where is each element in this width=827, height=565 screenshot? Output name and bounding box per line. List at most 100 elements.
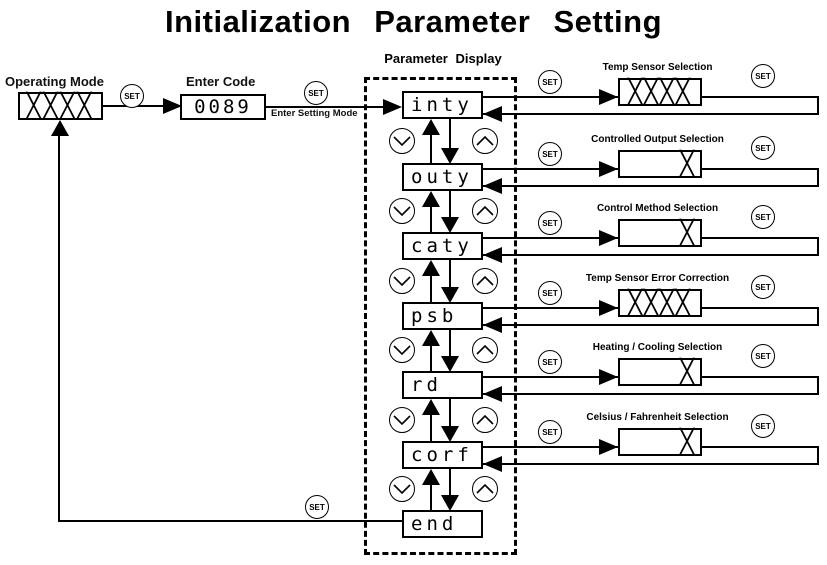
up-chevron-icon: [476, 275, 494, 286]
flow-line: [430, 273, 432, 302]
setting-display: ╳╳╳╳: [618, 289, 702, 317]
flow-line: [483, 185, 819, 187]
up-arrow-button[interactable]: [472, 407, 498, 433]
up-chevron-icon: [476, 205, 494, 216]
right-arrow-icon: [599, 300, 618, 316]
flow-line: [817, 447, 819, 464]
param-display-inty: inty: [402, 91, 483, 119]
enter-setting-mode-label: Enter Setting Mode: [271, 108, 358, 119]
down-arrow-button[interactable]: [389, 268, 415, 294]
right-arrow-icon: [599, 230, 618, 246]
set-button[interactable]: SET: [751, 64, 775, 88]
enter-code-label: Enter Code: [186, 74, 256, 89]
right-arrow-icon: [383, 99, 402, 115]
flow-line: [430, 412, 432, 441]
set-button[interactable]: SET: [751, 205, 775, 229]
flow-line: [449, 119, 451, 150]
set-button[interactable]: SET: [120, 84, 144, 108]
up-arrow-icon: [422, 119, 440, 135]
up-arrow-icon: [422, 469, 440, 485]
down-arrow-button[interactable]: [389, 337, 415, 363]
flow-line: [483, 324, 819, 326]
setting-display: ╳: [618, 358, 702, 386]
set-button[interactable]: SET: [751, 344, 775, 368]
flow-line: [483, 113, 819, 115]
set-button[interactable]: SET: [538, 281, 562, 305]
down-arrow-button[interactable]: [389, 198, 415, 224]
flow-line: [449, 330, 451, 358]
up-arrow-button[interactable]: [472, 198, 498, 224]
down-arrow-icon: [441, 148, 459, 164]
param-display-caty: caty: [402, 232, 483, 260]
set-button[interactable]: SET: [305, 495, 329, 519]
flow-line: [817, 169, 819, 186]
down-arrow-button[interactable]: [389, 407, 415, 433]
set-button[interactable]: SET: [538, 70, 562, 94]
setting-title: Celsius / Fahrenheit Selection: [586, 412, 729, 423]
up-arrow-icon: [422, 399, 440, 415]
flow-line: [483, 254, 819, 256]
flow-line: [483, 393, 819, 395]
setting-display: ╳: [618, 428, 702, 456]
down-chevron-icon: [393, 345, 411, 356]
down-arrow-button[interactable]: [389, 476, 415, 502]
parameter-display-frame: [364, 77, 517, 555]
setting-title: Control Method Selection: [596, 203, 719, 214]
flow-line: [449, 260, 451, 289]
operating-mode-value: ╳╳╳╳: [26, 92, 95, 119]
left-arrow-icon: [483, 317, 502, 333]
up-arrow-button[interactable]: [472, 128, 498, 154]
enter-code-value: 0089: [194, 96, 252, 118]
operating-mode-label: Operating Mode: [5, 74, 104, 89]
flow-line: [817, 308, 819, 325]
right-arrow-icon: [163, 98, 182, 114]
flow-line: [59, 520, 403, 522]
up-arrow-button[interactable]: [472, 337, 498, 363]
flow-line: [58, 134, 60, 522]
flow-line: [817, 377, 819, 394]
left-arrow-icon: [483, 178, 502, 194]
up-chevron-icon: [476, 483, 494, 494]
up-arrow-icon: [51, 120, 69, 136]
right-arrow-icon: [599, 161, 618, 177]
down-chevron-icon: [393, 276, 411, 287]
flow-line: [430, 343, 432, 371]
set-button[interactable]: SET: [751, 275, 775, 299]
set-button[interactable]: SET: [751, 136, 775, 160]
page-title: Initialization Parameter Setting: [164, 4, 663, 39]
set-button[interactable]: SET: [538, 211, 562, 235]
set-button[interactable]: SET: [538, 142, 562, 166]
down-chevron-icon: [393, 136, 411, 147]
left-arrow-icon: [483, 456, 502, 472]
down-arrow-icon: [441, 287, 459, 303]
param-display-outy: outy: [402, 163, 483, 191]
up-arrow-icon: [422, 260, 440, 276]
flow-line: [817, 97, 819, 114]
down-arrow-icon: [441, 426, 459, 442]
set-button[interactable]: SET: [304, 81, 328, 105]
down-arrow-icon: [441, 217, 459, 233]
param-display-corf: corf: [402, 441, 483, 469]
setting-display: ╳: [618, 219, 702, 247]
param-display-rd: rd: [402, 371, 483, 399]
set-button[interactable]: SET: [538, 420, 562, 444]
up-chevron-icon: [476, 414, 494, 425]
down-arrow-button[interactable]: [389, 128, 415, 154]
up-arrow-icon: [422, 191, 440, 207]
flow-line: [430, 204, 432, 232]
setting-title: Controlled Output Selection: [591, 134, 724, 145]
down-chevron-icon: [393, 415, 411, 426]
up-arrow-button[interactable]: [472, 476, 498, 502]
up-chevron-icon: [476, 344, 494, 355]
up-arrow-button[interactable]: [472, 268, 498, 294]
down-arrow-icon: [441, 356, 459, 372]
flow-line: [483, 463, 819, 465]
set-button[interactable]: SET: [751, 414, 775, 438]
set-button[interactable]: SET: [538, 350, 562, 374]
down-arrow-icon: [441, 495, 459, 511]
right-arrow-icon: [599, 369, 618, 385]
flow-line: [266, 106, 386, 108]
left-arrow-icon: [483, 386, 502, 402]
right-arrow-icon: [599, 89, 618, 105]
